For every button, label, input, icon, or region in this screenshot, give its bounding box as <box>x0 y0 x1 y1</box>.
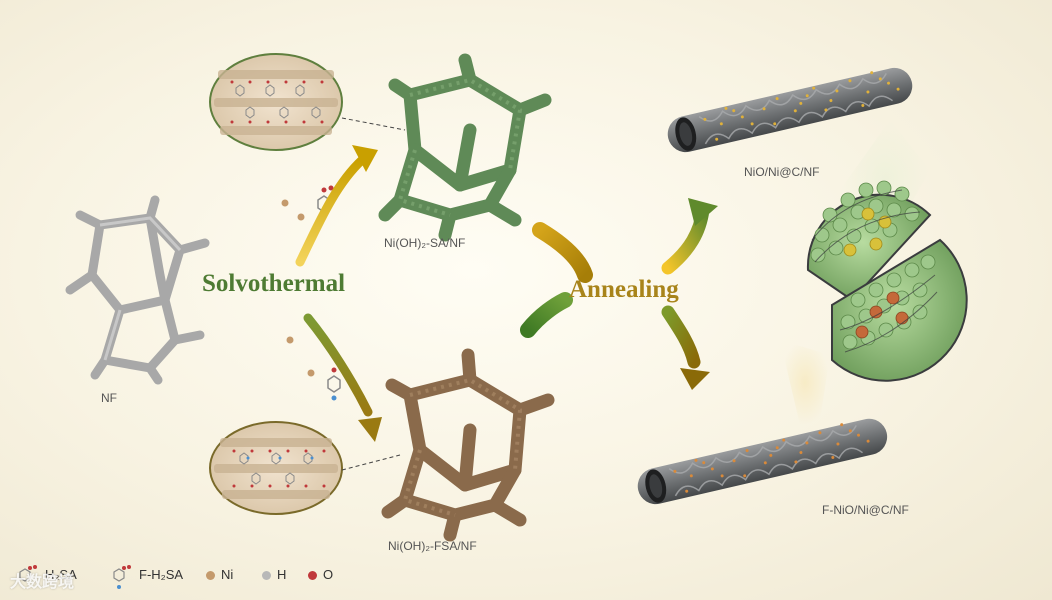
nf-framework <box>65 195 210 385</box>
legend-fh2sa: F-H₂SA <box>139 567 184 582</box>
legend-o-entry: O <box>308 567 333 582</box>
ni-atom-icon <box>206 571 215 581</box>
watermark: 大数跨境 <box>10 574 75 591</box>
legend-h2sa-icon <box>19 565 37 582</box>
annealing-arrows <box>520 198 718 390</box>
solvothermal-arrow-up <box>295 145 378 267</box>
fnio-product-label: F-NiO/Ni@C/NF <box>822 503 909 517</box>
legend-h: H <box>277 567 287 582</box>
sa-layer-zoom <box>209 53 343 151</box>
fsa-precursor-molecules <box>286 336 344 401</box>
legend-o: O <box>323 567 334 582</box>
sa-framework <box>378 53 552 242</box>
sa-product-label: Ni(OH)₂-SA/NF <box>384 236 466 250</box>
nio-nanotube <box>667 67 913 153</box>
nio-product-label: NiO/Ni@C/NF <box>744 165 820 179</box>
legend-h2sa: H₂SA <box>45 567 77 582</box>
legend-ni-entry: Ni <box>206 567 233 582</box>
legend-fh2sa-icon <box>113 565 131 589</box>
annealing-label: Annealing <box>569 276 679 303</box>
nf-label: NF <box>101 391 117 405</box>
fsa-framework <box>381 348 555 542</box>
legend-h-entry: H <box>262 567 286 582</box>
solvothermal-arrow-down <box>303 313 382 442</box>
o-atom-icon <box>308 571 317 581</box>
legend: H₂SA F-H₂SA Ni H O <box>0 567 520 591</box>
sa-precursor-molecules <box>281 185 334 221</box>
core-shell-sphere-upper <box>806 180 932 302</box>
fsa-layer-zoom <box>209 421 343 515</box>
fsa-product-label: Ni(OH)₂-FSA/NF <box>388 539 477 553</box>
core-shell-sphere-lower <box>831 238 968 382</box>
legend-ni: Ni <box>221 567 234 582</box>
h-atom-icon <box>262 571 271 581</box>
fnio-nanotube <box>637 418 888 505</box>
solvothermal-label: Solvothermal <box>202 270 346 297</box>
